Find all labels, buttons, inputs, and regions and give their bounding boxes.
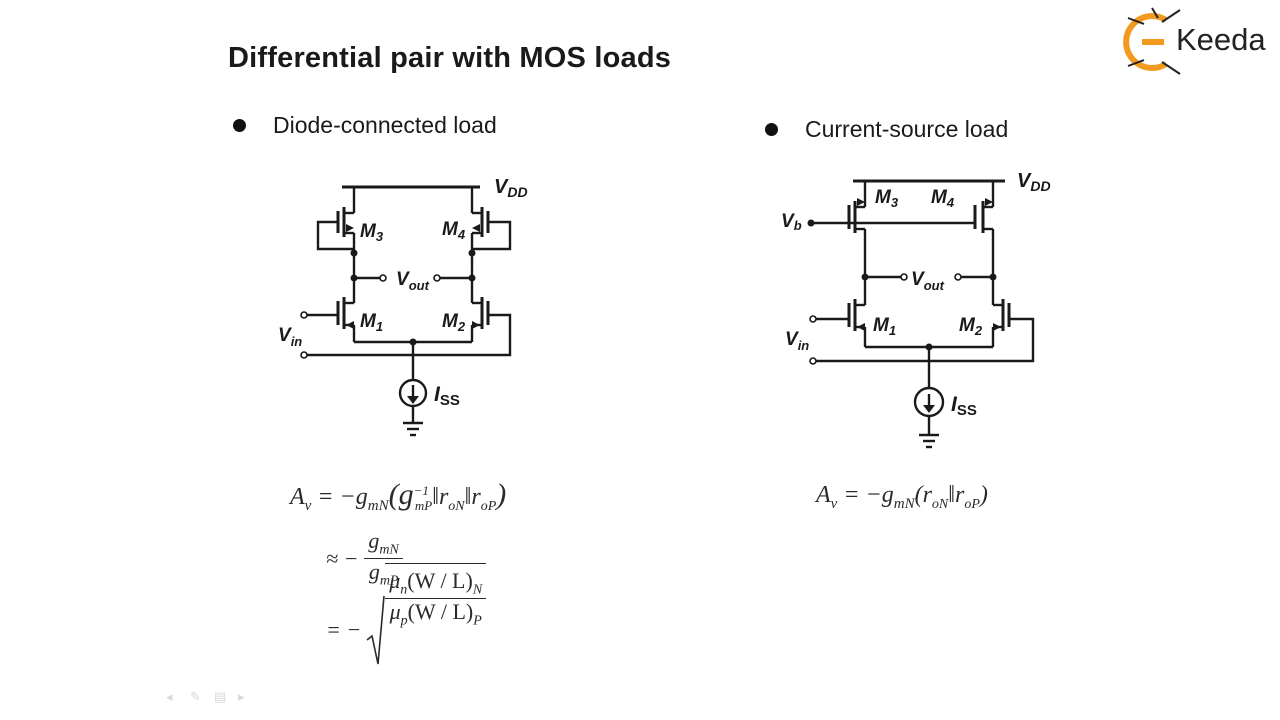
- slide-title: Differential pair with MOS loads: [228, 42, 672, 74]
- label-vout: Vout: [396, 269, 430, 293]
- next-slide-icon[interactable]: ▸: [238, 689, 245, 704]
- equation-diode-approx: ≈ − gmN gmP: [326, 528, 403, 590]
- diode-load-circuit: VDD M3 M4 Vout M1 M2 Vin ISS: [278, 176, 528, 437]
- label-m4: M4: [442, 219, 466, 242]
- bullet-text: Current-source load: [805, 116, 1009, 142]
- prev-slide-icon[interactable]: ◂: [166, 689, 173, 704]
- label-m4: M4: [931, 187, 955, 210]
- label-vb: Vb: [781, 211, 802, 233]
- bullet-text: Diode-connected load: [273, 112, 497, 138]
- logo-text: Keeda: [1176, 22, 1266, 57]
- label-vout: Vout: [911, 269, 945, 293]
- label-m2: M2: [442, 311, 466, 334]
- label-m2: M2: [959, 315, 983, 338]
- label-vin: Vin: [278, 325, 302, 349]
- slide-nav: ◂ ✎ ▤ ▸: [166, 689, 252, 704]
- bullet-diode-load: Diode-connected load: [233, 112, 497, 139]
- logo-mark-icon: [1123, 7, 1181, 75]
- pen-icon[interactable]: ✎: [190, 689, 201, 704]
- equation-diode-ratio: = − μn(W / L)N μp(W / L)P: [326, 562, 487, 666]
- bullet-dot: [233, 119, 246, 132]
- equation-diode-gain: Av = −gmN(g−1mP‖roN‖roP): [290, 478, 507, 514]
- label-iss: ISS: [434, 383, 460, 409]
- label-vdd: VDD: [494, 176, 528, 200]
- bullet-current-source-load: Current-source load: [765, 116, 1008, 143]
- label-m1: M1: [873, 315, 896, 338]
- menu-icon[interactable]: ▤: [214, 689, 227, 704]
- label-m3: M3: [875, 187, 899, 210]
- sqrt-icon: [366, 595, 386, 665]
- label-vin: Vin: [785, 329, 809, 353]
- label-iss: ISS: [951, 393, 977, 419]
- bullet-dot: [765, 123, 778, 136]
- label-m1: M1: [360, 311, 383, 334]
- ekeeda-logo: [1123, 7, 1181, 75]
- label-vdd: VDD: [1017, 170, 1051, 194]
- equation-current-source-gain: Av = −gmN(roN‖roP): [816, 482, 988, 512]
- label-m3: M3: [360, 221, 384, 244]
- current-source-load-circuit: VDD M3 M4 Vb Vout M1 M2 Vin ISS: [781, 170, 1051, 449]
